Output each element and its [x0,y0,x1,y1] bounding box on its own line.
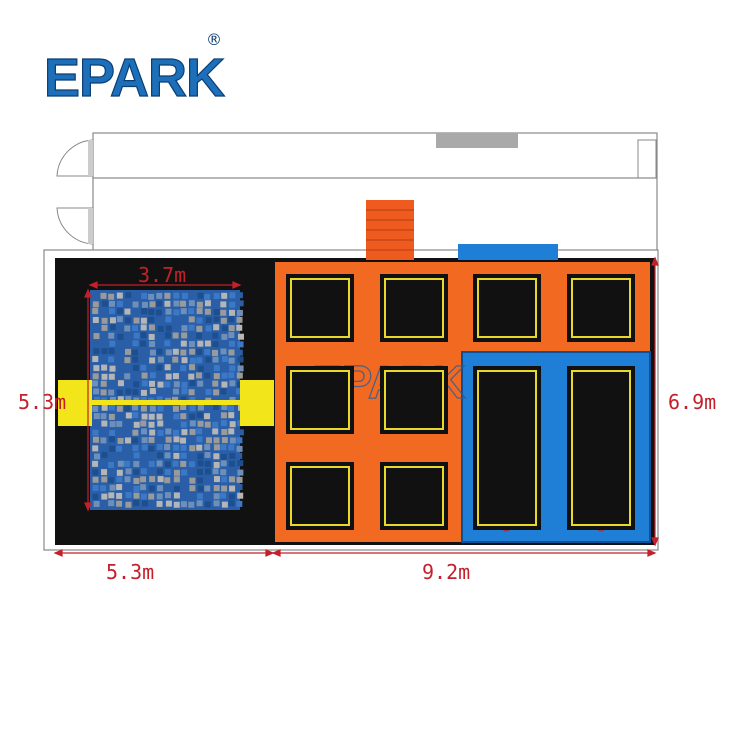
dimension-lines [53,256,659,557]
trampoline-8 [380,462,448,530]
dim-foam-pit-width: 3.7m [138,263,187,287]
dim-right-section-width: 9.2m [422,560,471,584]
wall-niche [637,139,657,179]
trampoline-3 [473,274,541,342]
logo: EPARK ® [40,28,230,109]
trampoline-7 [286,462,354,530]
door-frame-upper [88,140,93,176]
blue-deck-border [461,351,651,543]
trampoline-1 [286,274,354,342]
trampoline-4 [567,274,635,342]
trampoline-6 [380,366,448,434]
trampoline-5 [286,366,354,434]
lane-trampoline-1 [473,366,541,530]
stairs-steps [366,209,414,251]
building-wall [92,132,658,179]
beam-platform-left [58,380,92,426]
dim-overall-depth: 6.9m [668,390,717,414]
dim-left-section-width: 5.3m [106,560,155,584]
wall-vent [436,133,518,148]
beam-platform-right [240,380,274,426]
door-frame-lower [88,208,93,244]
door-lower-icon [56,207,94,245]
registered-mark: ® [206,30,222,49]
building-outline [43,249,659,551]
dim-foam-pit-depth: 5.3m [18,390,67,414]
lane-trampoline-2 [567,366,635,530]
trampoline-2 [380,274,448,342]
balance-beam [90,400,240,405]
blue-mat [458,244,558,260]
logo-graphic: EPARK [43,47,226,108]
logo-text: EPARK [44,48,225,108]
door-upper-icon [56,139,94,177]
